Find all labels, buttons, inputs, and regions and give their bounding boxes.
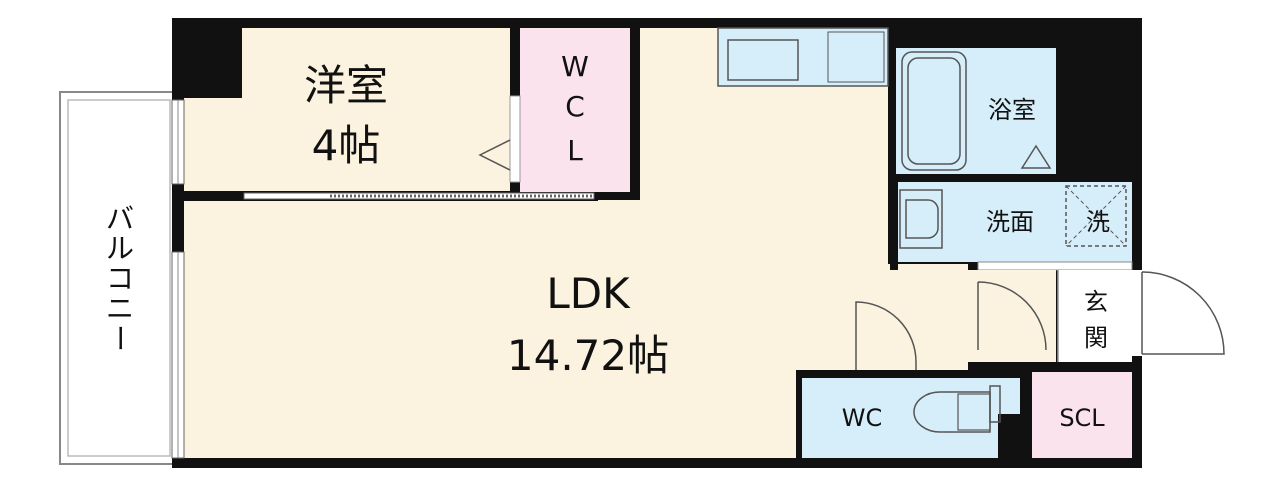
wcl-letter-c: C	[565, 90, 585, 123]
bedroom	[184, 28, 510, 192]
sink-icon	[899, 189, 943, 249]
washing-machine-icon	[1065, 185, 1127, 247]
toilet-room	[802, 378, 1020, 458]
hall	[968, 270, 1056, 362]
balcony-label-3: コ	[106, 262, 134, 295]
window-icon	[171, 99, 185, 459]
bedroom-name: 洋室	[304, 61, 388, 110]
bathroom-label: 浴室	[988, 96, 1036, 124]
entrance-label-1: 玄	[1084, 288, 1108, 316]
balcony-label-2: ル	[106, 232, 134, 265]
door-swing-icon	[1132, 270, 1225, 356]
balcony-label-5: ー	[103, 324, 136, 352]
kitchen-counter-icon	[717, 27, 889, 87]
ldk-size: 14.72帖	[507, 331, 669, 380]
balcony-label-4: ニ	[106, 292, 134, 325]
washroom-label: 洗面	[986, 208, 1034, 236]
balcony	[59, 91, 179, 465]
shoe-closet-label: SCL	[1059, 404, 1105, 432]
bathtub-icon	[901, 51, 1052, 171]
entrance-label-2: 関	[1084, 324, 1108, 352]
toilet-icon	[913, 385, 1001, 433]
ldk-name: LDK	[546, 269, 631, 318]
walk-in-closet	[478, 28, 630, 192]
toilet-label: WC	[842, 404, 883, 432]
bathroom	[896, 48, 1056, 174]
wc-door	[855, 301, 917, 370]
laundry-label: 洗	[1086, 208, 1110, 236]
wcl-letter-w: W	[561, 50, 589, 83]
wcl-letter-l: L	[567, 134, 583, 167]
balcony-label-1: バ	[106, 202, 134, 235]
bedroom-size: 4帖	[312, 121, 381, 170]
entrance	[1057, 270, 1132, 362]
shoe-closet	[1032, 368, 1132, 458]
washroom-door	[977, 261, 1133, 271]
bedroom-sliding-door	[184, 191, 598, 201]
